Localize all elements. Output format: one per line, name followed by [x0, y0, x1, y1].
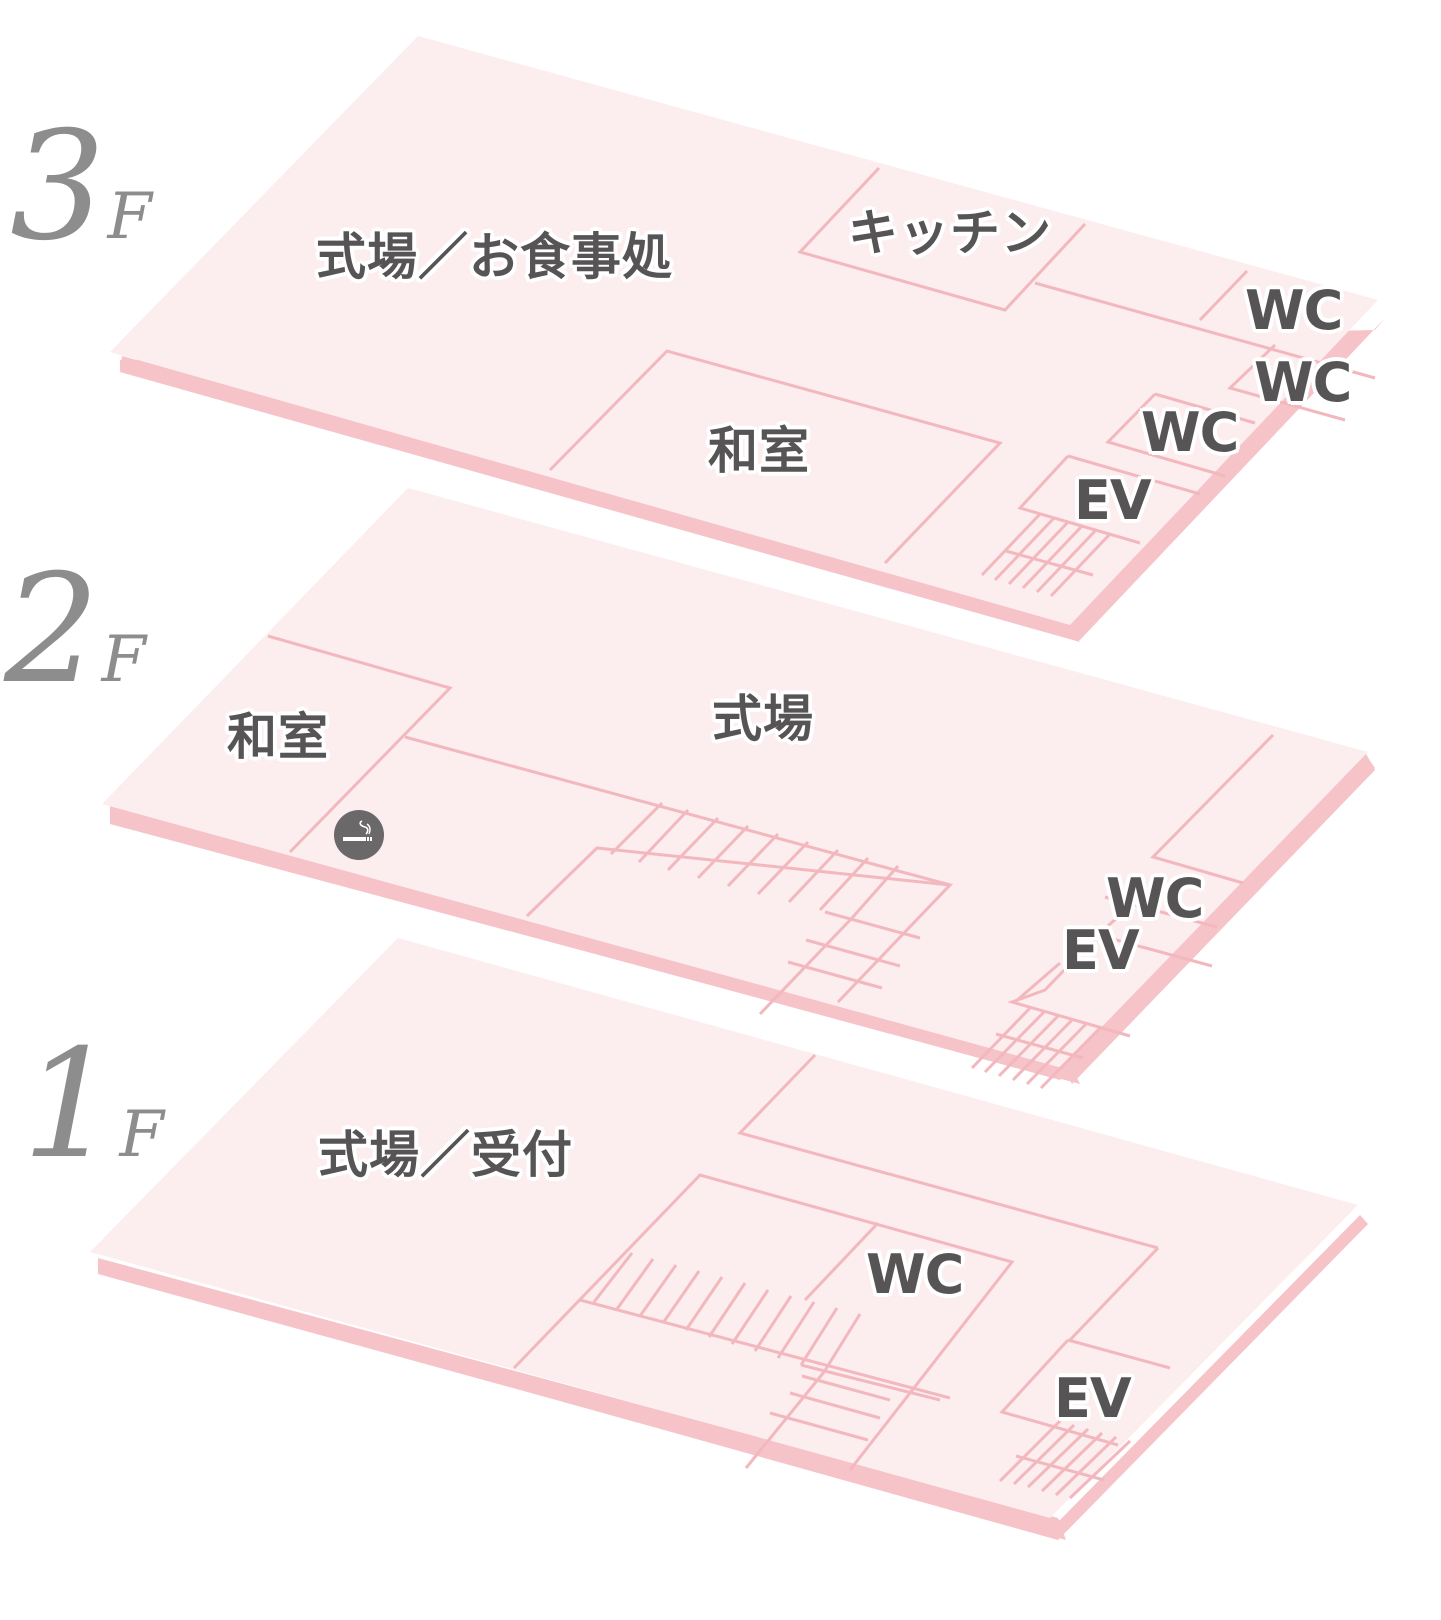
floor-2f-ev-stairs	[970, 1006, 1102, 1090]
floor-3f-slab	[110, 36, 1378, 625]
floor-label-2f: 2F	[4, 555, 146, 705]
room-label-3f-wc-2: WC	[1254, 351, 1352, 414]
floor-2f-stairs	[609, 801, 921, 1016]
floor-1f-suffix: F	[119, 1098, 164, 1172]
room-label-3f-wc-3: WC	[1141, 401, 1239, 464]
floor-1f-slab	[90, 938, 1358, 1518]
room-label-1f-ceremony-reception: 式場／受付	[318, 1126, 573, 1184]
room-label-3f-elevator: EV	[1074, 469, 1152, 532]
floor-2f-suffix: F	[101, 623, 146, 697]
room-label-3f-kitchen: キッチン	[848, 204, 1052, 262]
floor-3f-stairs	[980, 512, 1112, 598]
room-label-3f-japanese-room: 和室	[708, 422, 810, 480]
room-label-3f-ceremony-dining: 式場／お食事処	[316, 228, 673, 286]
floor-2f-plan	[102, 488, 1375, 1090]
room-label-1f-elevator: EV	[1054, 1367, 1132, 1430]
room-label-1f-wc: WC	[866, 1243, 964, 1306]
floor-3f-suffix: F	[107, 180, 152, 254]
smoking-area-icon	[334, 810, 384, 860]
floor-2f-number: 2	[4, 543, 100, 717]
floor-3f-plan	[110, 36, 1385, 642]
room-label-3f-wc-1: WC	[1245, 279, 1343, 342]
floor-1f-number: 1	[22, 1018, 118, 1192]
room-label-2f-ceremony-hall: 式場	[712, 690, 814, 748]
floor-1f-stairs	[592, 1252, 941, 1469]
floor-1f-ev-stairs	[998, 1419, 1132, 1500]
room-label-2f-japanese-room: 和室	[227, 708, 329, 766]
room-label-2f-wc: WC	[1106, 867, 1204, 930]
floor-label-3f: 3F	[10, 112, 152, 262]
floor-1f-plan	[90, 938, 1368, 1540]
floor-2f-slab	[102, 488, 1368, 1068]
floor-3f-number: 3	[10, 100, 106, 274]
cigarette-icon	[343, 820, 372, 841]
room-label-2f-elevator: EV	[1062, 919, 1140, 982]
floor-label-1f: 1F	[22, 1030, 164, 1180]
